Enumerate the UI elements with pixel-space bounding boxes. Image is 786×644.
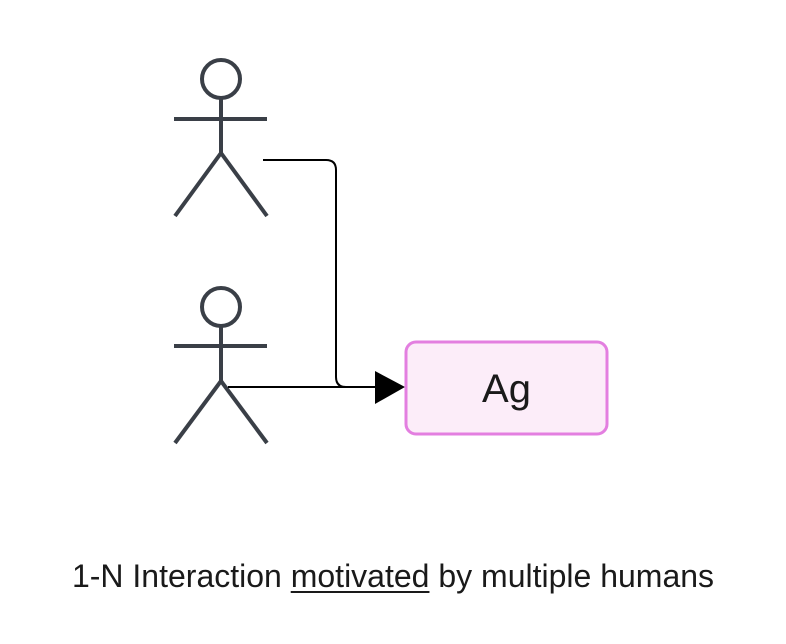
diagram-caption: 1-N Interaction motivated by multiple hu… xyxy=(0,558,786,595)
caption-prefix: 1-N Interaction xyxy=(71,558,291,594)
actor-left-leg xyxy=(173,379,223,445)
actor-icon-human-2 xyxy=(173,286,269,445)
caption-suffix: by multiple humans xyxy=(429,558,715,594)
agent-label: Ag xyxy=(482,367,531,411)
actor-head-icon xyxy=(200,286,242,328)
actor-head-icon xyxy=(200,58,242,100)
actor-right-leg xyxy=(219,151,269,218)
actor-right-leg xyxy=(219,379,269,445)
actor-icon-human-1 xyxy=(173,58,269,218)
caption-emphasis: motivated xyxy=(290,558,430,594)
connector-human-1-to-agent xyxy=(263,159,377,388)
arrowhead-icon xyxy=(375,371,405,404)
agent-box xyxy=(404,340,609,436)
actor-left-leg xyxy=(173,151,223,218)
